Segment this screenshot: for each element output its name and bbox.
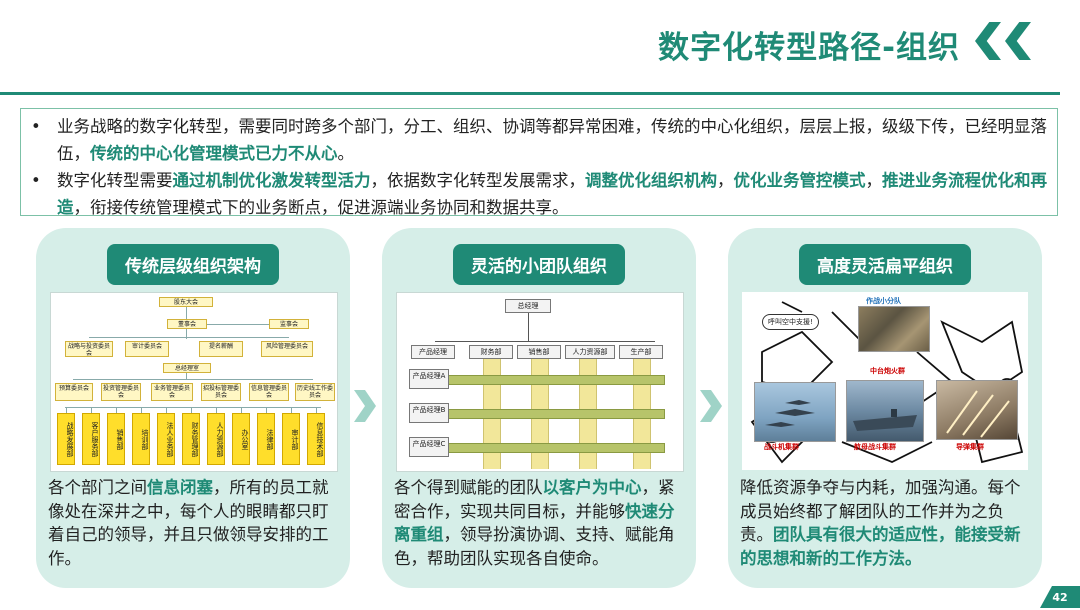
org-box: 审计委员会 <box>125 341 169 357</box>
org-dept-box: 办公室 <box>232 413 250 465</box>
org-box: 股东大会 <box>159 297 213 307</box>
highlighted-text: 调整优化组织机构 <box>585 171 717 190</box>
org-dept-box: 审计部 <box>282 413 300 465</box>
bullet-item: • 数字化转型需要通过机制优化激发转型活力，依据数字化转型发展需求，调整优化组织… <box>31 167 1049 221</box>
panel-title: 传统层级组织架构 <box>107 244 279 285</box>
org-box: 提名薪酬 <box>199 341 243 357</box>
org-dept-box: 法律部 <box>257 413 275 465</box>
matrix-row-bar <box>437 375 665 385</box>
panel-flat: 高度灵活扁平组织 作战小分队 呼叫空中支援! 中台炮火群 <box>728 228 1042 588</box>
org-box: 招投标管理委员会 <box>201 383 241 401</box>
matrix-col-header: 财务部 <box>469 345 513 359</box>
text-segment: 数字化转型需要 <box>57 171 173 190</box>
missiles-image <box>936 380 1018 440</box>
org-box: 预算委员会 <box>55 383 93 401</box>
page-number: 42 <box>1040 586 1080 608</box>
panel-description: 降低资源争夺与内耗，加强沟通。每个成员始终都了解团队的工作并为之负责。团队具有很… <box>740 476 1032 570</box>
matrix-row-header: 产品经理C <box>409 437 449 457</box>
bullet-text: 数字化转型需要通过机制优化激发转型活力，依据数字化转型发展需求，调整优化组织机构… <box>57 167 1049 221</box>
text-segment: 业务战略的数字化转型，需要同时跨多个部门，分工、组织、协调等都异常困难，传统的中… <box>57 117 1047 163</box>
org-dept-box: 客户服务部 <box>82 413 100 465</box>
highlighted-text: 优化业务管控模式 <box>733 171 866 190</box>
carrier-image <box>846 380 924 442</box>
bullet-dot: • <box>31 171 41 190</box>
label: 作战小分队 <box>866 297 901 305</box>
panel-description: 各个部门之间信息闭塞，所有的员工就像处在深井之中，每个人的眼睛都只盯着自己的领导… <box>48 476 340 570</box>
highlighted-text: 以客户为中心 <box>542 478 642 497</box>
highlighted-text: 推进业务流程优化和再造 <box>57 171 1047 217</box>
arrow-right-icon <box>700 390 722 422</box>
text-segment: ， <box>717 171 734 190</box>
matrix-col-header: 销售部 <box>517 345 561 359</box>
org-box: 业务管理委员会 <box>151 383 193 401</box>
fighter-jets-image <box>754 382 836 442</box>
org-dept-box: 信息技术部 <box>307 413 325 465</box>
flat-network: 作战小分队 呼叫空中支援! 中台炮火群 战斗机集群 航母战斗集群 导弹集群 <box>742 292 1028 470</box>
label: 航母战斗集群 <box>854 443 896 451</box>
bullet-dot: • <box>31 117 41 136</box>
org-box: 战略与投资委员会 <box>65 341 113 357</box>
highlighted-text: 信息闭塞 <box>147 478 213 497</box>
text-segment: ，依据数字化转型发展需求， <box>370 171 586 190</box>
org-dept-box: 培训部 <box>132 413 150 465</box>
org-dept-box: 战略发展部 <box>57 413 75 465</box>
panel-traditional: 传统层级组织架构 股东大会 董事会 监事会 战略与投资委员会 审计委员会 提名薪… <box>36 228 350 588</box>
org-box: 信息管理委员会 <box>249 383 289 401</box>
matrix-col-header: 产品经理 <box>411 345 455 359</box>
org-box: 总经理室 <box>163 363 211 373</box>
label: 战斗机集群 <box>764 443 799 451</box>
chevron-left-icon <box>975 22 1001 60</box>
soldiers-image <box>858 306 930 352</box>
text-segment: ， <box>865 171 883 190</box>
matrix-row-bar <box>437 443 665 453</box>
divider <box>0 92 1060 95</box>
org-dept-box: 法人业务部 <box>157 413 175 465</box>
org-box: 历史线工作委员会 <box>295 383 335 401</box>
bullet-box: • 业务战略的数字化转型，需要同时跨多个部门，分工、组织、协调等都异常困难，传统… <box>20 108 1058 217</box>
highlighted-text: 团队具有很大的适应性，能接受新的思想和新的工作方法。 <box>740 525 1021 568</box>
matrix-row-header: 产品经理A <box>409 369 449 389</box>
highlighted-text: 传统的中心化管理模式已力不从心 <box>90 144 338 163</box>
org-box: 风险管理委员会 <box>261 341 313 357</box>
matrix-col-header: 人力资源部 <box>565 345 615 359</box>
text-segment: ，所有的员工就像处在深井之中，每个人的眼睛都只盯着自己的领导，并且只做领导安排的… <box>48 478 329 568</box>
text-segment: 各个得到赋能的团队 <box>394 478 543 497</box>
text-segment: ，领导扮演协调、支持、赋能角色，帮助团队实现各自使命。 <box>394 525 675 568</box>
org-dept-box: 人力资源部 <box>207 413 225 465</box>
highlighted-text: 通过机制优化激发转型活力 <box>172 171 371 190</box>
panel-title: 高度灵活扁平组织 <box>799 244 971 285</box>
arrow-right-icon <box>354 390 376 422</box>
org-box: 董事会 <box>167 319 207 329</box>
org-chart: 股东大会 董事会 监事会 战略与投资委员会 审计委员会 提名薪酬 风险管理委员会… <box>50 292 338 472</box>
matrix-col-header: 生产部 <box>619 345 663 359</box>
panel-small-team: 灵活的小团队组织 总经理 产品经理财务部销售部人力资源部生产部 产品经理A 产品经… <box>382 228 696 588</box>
speech-bubble: 呼叫空中支援! <box>762 314 819 330</box>
text-segment: ，衔接传统管理模式下的业务断点，促进源端业务协同和数据共享。 <box>73 198 569 217</box>
org-dept-box: 财务管理部 <box>182 413 200 465</box>
chevron-left-icon <box>1005 22 1031 60</box>
panel-title: 灵活的小团队组织 <box>453 244 625 285</box>
org-box: 监事会 <box>269 319 309 329</box>
text-segment: 降低资源争夺与内耗，加强沟通。每个成员始终都了解团队的工作并为之负责。 <box>740 478 1021 544</box>
bullet-text: 业务战略的数字化转型，需要同时跨多个部门，分工、组织、协调等都异常困难，传统的中… <box>57 113 1049 167</box>
label: 中台炮火群 <box>870 366 905 376</box>
org-box: 投资管理委员会 <box>101 383 141 401</box>
text-segment: 各个部门之间 <box>48 478 147 497</box>
text-segment: 。 <box>337 144 355 163</box>
org-dept-box: 销售部 <box>107 413 125 465</box>
page-title: 数字化转型路径-组织 <box>658 30 960 66</box>
panel-description: 各个得到赋能的团队以客户为中心，紧密合作，实现共同目标，并能够快速分离重组，领导… <box>394 476 686 570</box>
text-segment: ，紧密合作，实现共同目标，并能够 <box>394 478 675 521</box>
matrix-row-header: 产品经理B <box>409 403 449 423</box>
label: 导弹集群 <box>956 443 984 451</box>
highlighted-text: 快速分离重组 <box>394 501 675 545</box>
bullet-item: • 业务战略的数字化转型，需要同时跨多个部门，分工、组织、协调等都异常困难，传统… <box>31 113 1049 167</box>
matrix-row-bar <box>437 409 665 419</box>
matrix-chart: 总经理 产品经理财务部销售部人力资源部生产部 产品经理A 产品经理B 产品经理C <box>396 292 684 472</box>
matrix-box: 总经理 <box>505 299 551 313</box>
